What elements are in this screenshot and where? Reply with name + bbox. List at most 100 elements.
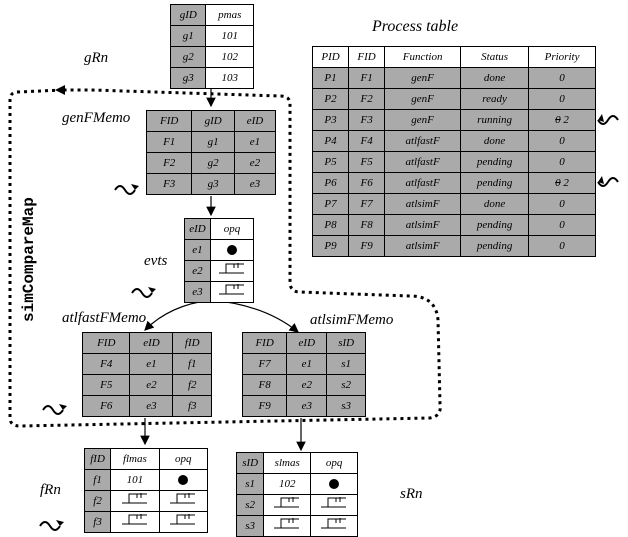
cell: F2 (348, 88, 386, 110)
opaque-dot-icon (209, 239, 255, 261)
gRn-label: gRn (84, 50, 109, 66)
cell: done (460, 67, 530, 89)
cell: P3 (311, 109, 350, 131)
pointer-squiggle (39, 521, 61, 531)
waveform-icon (110, 490, 160, 512)
header-cell: sID (326, 332, 366, 354)
cell: P8 (311, 214, 350, 236)
fRn-label: fRn (40, 482, 61, 498)
cell: F1 (348, 67, 386, 89)
cell: F3 (348, 109, 386, 131)
cell: atlfastF (384, 172, 462, 194)
waveform-icon (209, 281, 255, 303)
cell: e2 (129, 374, 174, 396)
pointer-squiggle (114, 185, 136, 195)
cell: genF (384, 67, 462, 89)
cell: done (460, 193, 530, 215)
opaque-dot-icon (158, 469, 209, 491)
cell: 103 (205, 67, 254, 89)
waveform-icon (310, 515, 358, 537)
cell: P2 (311, 88, 350, 110)
opaque-dot-icon (310, 473, 358, 495)
cell: g2 (169, 46, 207, 68)
waveform-icon (158, 511, 209, 533)
arrow-evts-to-atlfast (144, 299, 212, 331)
cell: s1 (326, 353, 366, 375)
header-cell: gID (191, 110, 235, 132)
header-cell: opq (310, 452, 358, 474)
waveform-icon (158, 490, 209, 512)
cell: e2 (233, 152, 277, 174)
cell: e3 (286, 395, 328, 417)
cell: s3 (235, 515, 265, 537)
cell: e3 (129, 395, 174, 417)
cell: F8 (348, 214, 386, 236)
cell: P6 (311, 172, 350, 194)
pointer-squiggle (597, 177, 619, 187)
cell: 101 (110, 469, 160, 491)
cell: g3 (169, 67, 207, 89)
priority-cell: 0 2 (528, 172, 596, 194)
waveform-icon (263, 515, 312, 537)
table-row: f2 (83, 490, 209, 512)
cell: s2 (326, 374, 366, 396)
header-cell: eID (233, 110, 277, 132)
cell: pending (460, 172, 530, 194)
cell: F7 (241, 353, 288, 375)
header-cell: flmas (110, 448, 160, 470)
priority-cell: 0 2 (528, 109, 596, 131)
header-cell: Priority (528, 46, 596, 68)
header-cell: FID (348, 46, 386, 68)
cell: running (460, 109, 530, 131)
arrow-evts-to-atlsim (210, 299, 299, 333)
table-row: e2 (184, 260, 255, 282)
cell: s3 (326, 395, 366, 417)
priority-cell: 0 (528, 130, 596, 152)
cell: P9 (311, 235, 350, 257)
cell: pending (460, 151, 530, 173)
cell: F4 (348, 130, 386, 152)
genFMemo-label: genFMemo (62, 110, 131, 126)
priority-cell: 0 (528, 214, 596, 236)
cell: F2 (145, 152, 193, 174)
cell: genF (384, 88, 462, 110)
process-table-title: Process table (372, 18, 459, 35)
cell: e3 (184, 281, 211, 303)
cell: ready (460, 88, 530, 110)
cell: P4 (311, 130, 350, 152)
cell: F5 (348, 151, 386, 173)
cell: f1 (83, 469, 112, 491)
sRn-label: sRn (400, 486, 423, 502)
cell: pending (460, 214, 530, 236)
cell: e1 (233, 131, 277, 153)
cell: f2 (83, 490, 112, 512)
cell: 102 (263, 473, 312, 495)
pointer-squiggle (597, 115, 619, 125)
cell: g3 (191, 173, 235, 195)
priority-cell: 0 (528, 235, 596, 257)
header-cell: PID (311, 46, 350, 68)
cell: 102 (205, 46, 254, 68)
